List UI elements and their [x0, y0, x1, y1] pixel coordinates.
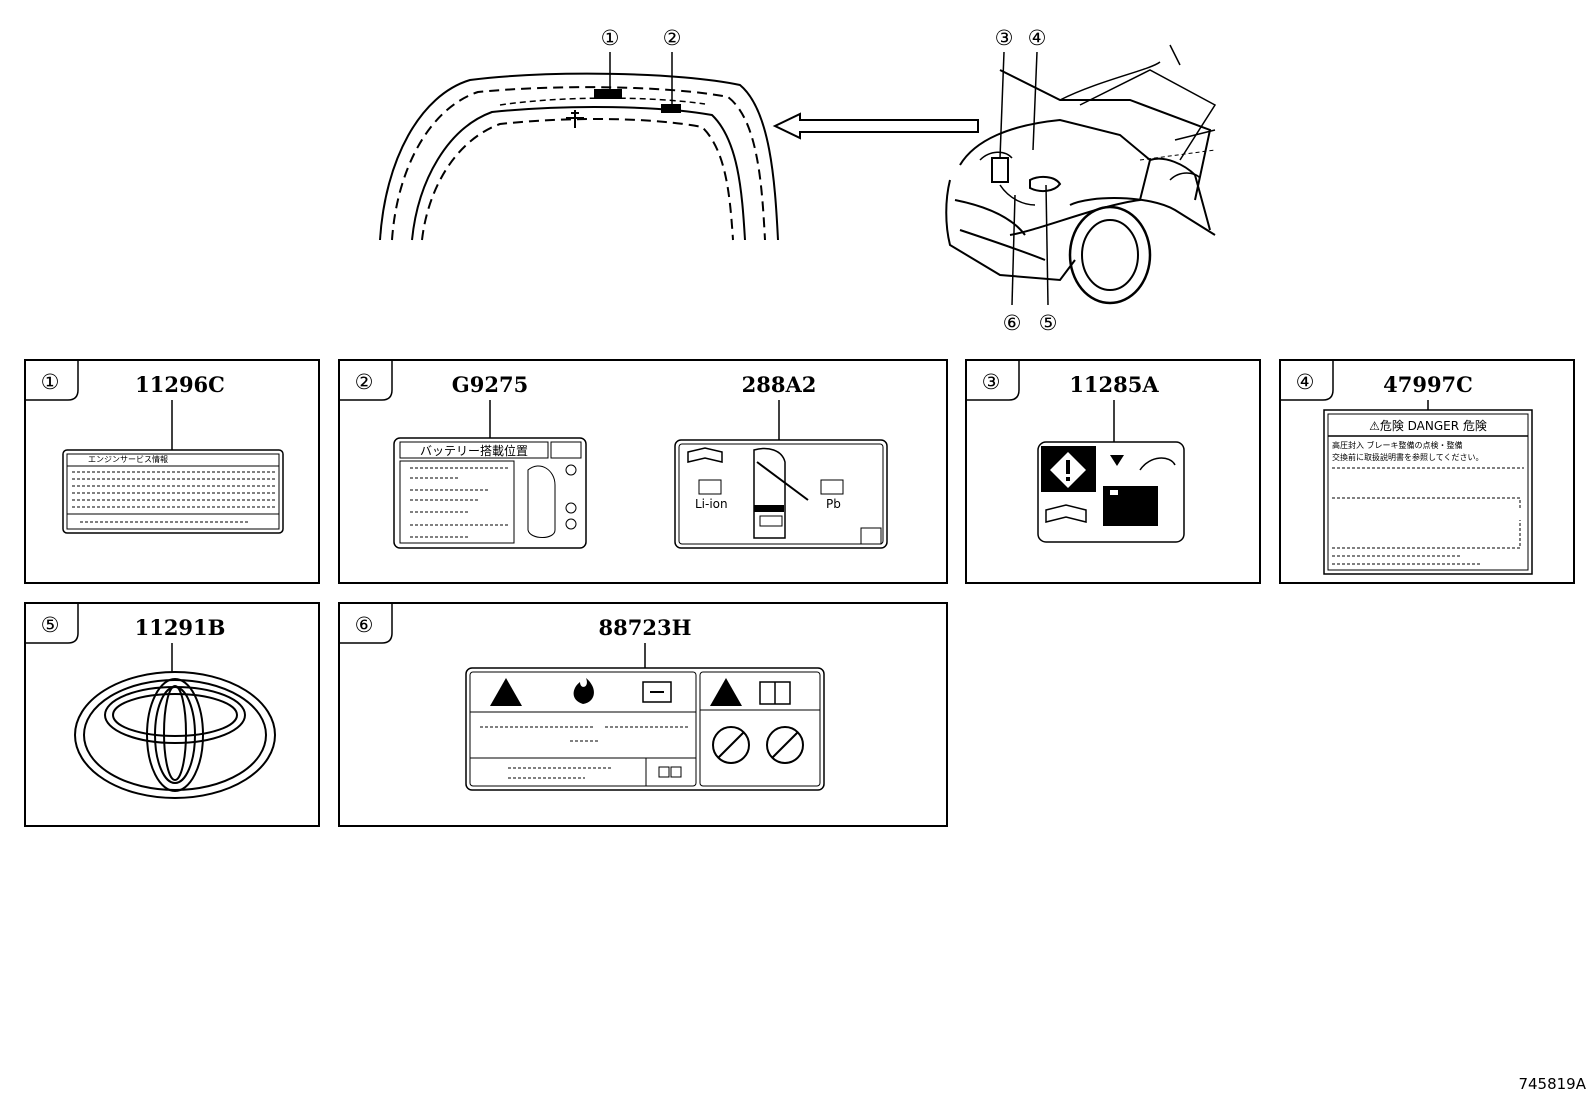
panel-5	[24, 602, 320, 827]
panel-5-number: ⑤	[41, 613, 60, 637]
danger-header: ⚠危険 DANGER 危険	[1369, 419, 1487, 433]
warning-icon	[710, 678, 742, 706]
danger-line-1: 高圧封入 ブレーキ整備の点検・整備	[1332, 440, 1463, 450]
leader-lines	[609, 51, 1049, 306]
battery-warning-label	[465, 667, 825, 791]
manual-icon	[1045, 504, 1087, 523]
diagram-reference-number: 745819A	[1518, 1075, 1586, 1093]
vehicle-front-drawing	[945, 44, 1217, 305]
li-ion-label: Li-ion	[695, 497, 728, 511]
engine-service-label: エンジンサービス情報	[62, 449, 284, 534]
callout-6: ⑥	[1003, 311, 1022, 335]
part-number-11296C: 11296C	[135, 372, 225, 397]
coolant-warning-label	[1037, 441, 1185, 543]
callout-5: ⑤	[1039, 311, 1058, 335]
no-smoking-icon	[712, 726, 750, 764]
danger-label: ⚠危険 DANGER 危険 高圧封入 ブレーキ整備の点検・整備 交換前に取扱説明…	[1323, 409, 1533, 575]
panel-6-number: ⑥	[355, 613, 374, 637]
panel-3	[965, 359, 1261, 584]
manual-icon	[687, 447, 723, 463]
manual-icon	[642, 681, 672, 703]
hood-underside-drawing	[379, 72, 779, 241]
direction-arrow-icon	[772, 112, 979, 140]
panel-6	[338, 602, 948, 827]
battery-location-title: バッテリー搭載位置	[420, 443, 528, 458]
engine-service-title: エンジンサービス情報	[88, 454, 168, 464]
panel-number-tabs	[25, 360, 1334, 644]
toyota-emblem-icon	[74, 671, 276, 799]
panel-leaders	[171, 400, 1429, 672]
part-number-88723H: 88723H	[599, 615, 692, 640]
callout-1: ①	[601, 26, 620, 50]
hybrid-battery-label: Li-ion Pb	[674, 439, 888, 549]
panel-number-labels: ① ② ③ ④ ⑤ ⑥	[41, 370, 1315, 637]
panel-4	[1279, 359, 1575, 584]
panel-1-number: ①	[41, 370, 60, 394]
panel-2	[338, 359, 948, 584]
battery-location-label: バッテリー搭載位置	[393, 437, 587, 549]
flame-icon	[573, 678, 594, 704]
part-number-11285A: 11285A	[1069, 372, 1159, 397]
panel-1	[24, 359, 320, 584]
pb-label: Pb	[826, 497, 841, 511]
panel-2-number: ②	[355, 370, 374, 394]
callout-4: ④	[1028, 26, 1047, 50]
part-number-11291B: 11291B	[135, 615, 226, 640]
part-number-47997C: 47997C	[1383, 372, 1473, 397]
overview-callouts: ① ② ③ ④ ⑥ ⑤	[601, 26, 1058, 335]
part-number-G9275: G9275	[452, 372, 528, 397]
panel-3-number: ③	[982, 370, 1001, 394]
part-numbers: 11296C G9275 288A2 11285A 47997C 11291B …	[135, 372, 1473, 640]
panel-frames	[24, 359, 1575, 827]
part-number-288A2: 288A2	[742, 372, 817, 397]
no-open-flame-icon	[766, 726, 804, 764]
warning-icon	[490, 678, 522, 706]
callout-2: ②	[663, 26, 682, 50]
panel-4-number: ④	[1296, 370, 1315, 394]
danger-line-2: 交換前に取扱説明書を参照してください。	[1332, 452, 1484, 462]
callout-3: ③	[995, 26, 1014, 50]
